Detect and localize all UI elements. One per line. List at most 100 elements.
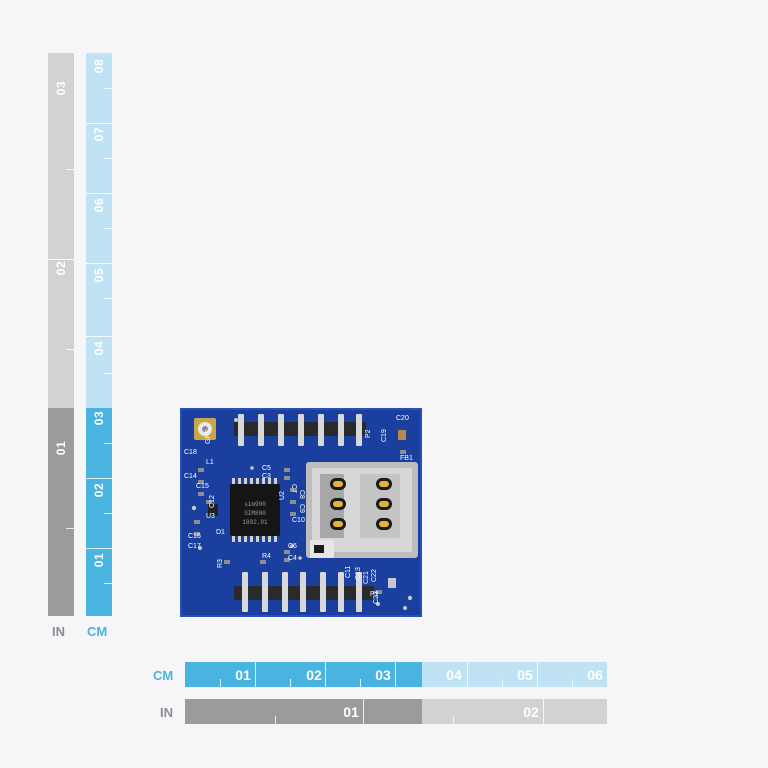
cm-number: 04 [92, 340, 106, 356]
cm-tick [86, 478, 112, 479]
cm-tick [220, 679, 221, 687]
cm-number: 02 [306, 666, 322, 683]
cm-tick [325, 662, 326, 687]
silk-label: C10 [292, 517, 305, 524]
cm-number: 04 [446, 666, 462, 683]
silk-label: C3 [262, 473, 271, 480]
cm-segment-light [86, 53, 112, 408]
inch-tick [363, 699, 364, 724]
inch-tick [543, 699, 544, 724]
silk-label: C8 [298, 490, 305, 499]
top-pin-header [234, 414, 366, 446]
cm-number: 07 [92, 126, 106, 142]
vertical-cm-ruler: 08 07 06 05 04 03 02 01 [86, 53, 112, 616]
cm-tick [395, 662, 396, 687]
cm-tick [104, 373, 112, 374]
cm-unit-label-horizontal: CM [153, 668, 174, 683]
cm-tick [104, 443, 112, 444]
cm-tick [290, 679, 291, 687]
cm-tick [104, 88, 112, 89]
silk-label: C19 [381, 429, 388, 442]
inch-tick [66, 169, 74, 170]
cm-tick [360, 679, 361, 687]
smd-components [194, 430, 406, 594]
inch-segment-light [48, 53, 74, 408]
inch-number: 01 [54, 440, 68, 456]
vertical-inch-ruler: 03 02 01 [48, 53, 74, 616]
cm-tick [86, 193, 112, 194]
cm-number: 05 [517, 666, 533, 683]
cm-number: 01 [92, 552, 106, 568]
silk-label: C6 [288, 543, 297, 550]
chip-text-line: SIM800 [244, 510, 266, 517]
cm-tick [572, 679, 573, 687]
inch-number: 03 [54, 80, 68, 96]
inch-number: 02 [54, 260, 68, 276]
cm-tick [86, 263, 112, 264]
cm-tick [104, 158, 112, 159]
cm-segment-dark [86, 408, 112, 616]
inch-tick [48, 259, 74, 260]
silk-label: GPS [205, 429, 212, 444]
inch-tick [275, 716, 276, 724]
in-unit-label: IN [52, 624, 65, 639]
silk-label: C20 [396, 415, 409, 422]
silk-label: R3 [217, 559, 224, 568]
gsm-module-board: sim900 SIM800 1802.01 [180, 408, 422, 617]
cm-tick [104, 298, 112, 299]
cm-tick [104, 513, 112, 514]
inch-tick [66, 349, 74, 350]
silk-label: L1 [206, 459, 214, 466]
silk-label: C15 [196, 483, 209, 490]
cm-tick [86, 123, 112, 124]
silk-label: C7 [290, 484, 297, 493]
cm-tick [255, 662, 256, 687]
silk-label: C21 [363, 571, 370, 584]
silk-label: U3 [206, 513, 215, 520]
sim-card-holder [306, 462, 418, 558]
cm-number: 08 [92, 58, 106, 74]
silk-label: C18 [184, 449, 197, 456]
cm-segment-light [422, 662, 607, 687]
silk-label: D1 [216, 529, 225, 536]
cm-tick [86, 548, 112, 549]
inch-tick [453, 716, 454, 724]
silk-label: U2 [279, 491, 286, 500]
cm-segment-dark [185, 662, 422, 687]
cm-number: 03 [92, 410, 106, 426]
cm-number: 03 [375, 666, 391, 683]
cm-tick [86, 336, 112, 337]
inch-number: 02 [523, 703, 539, 720]
gps-antenna-connector [194, 418, 216, 440]
silk-label: P2 [365, 429, 372, 438]
chip-text-line: sim900 [244, 501, 266, 508]
silk-label: C5 [262, 465, 271, 472]
cm-number: 01 [235, 666, 251, 683]
cm-tick [502, 679, 503, 687]
silk-label: C9 [298, 504, 305, 513]
silk-label: P1 [370, 591, 379, 598]
silk-label: C11 [345, 566, 352, 578]
horizontal-inch-ruler: 01 02 [185, 699, 607, 724]
inch-segment-light [422, 699, 607, 724]
cm-tick [104, 583, 112, 584]
cm-number: 02 [92, 482, 106, 498]
cm-number: 06 [92, 197, 106, 213]
silk-label: C17 [188, 543, 201, 550]
inch-segment-dark [185, 699, 422, 724]
in-unit-label-horizontal: IN [160, 705, 173, 720]
inch-segment-dark [48, 408, 74, 616]
inch-number: 01 [343, 703, 359, 720]
silk-label: C12 [209, 495, 216, 508]
silk-label: C13 [355, 567, 362, 580]
cm-tick [467, 662, 468, 687]
pcb-edge [180, 408, 422, 617]
silk-label: FB1 [400, 455, 413, 462]
silk-label: C22 [371, 569, 378, 582]
silk-label: C23 [373, 591, 380, 604]
silk-label: C14 [184, 473, 197, 480]
chip-text-line: 1802.01 [242, 519, 268, 526]
cm-tick [537, 662, 538, 687]
cm-tick [104, 228, 112, 229]
cm-unit-label: CM [87, 624, 108, 639]
